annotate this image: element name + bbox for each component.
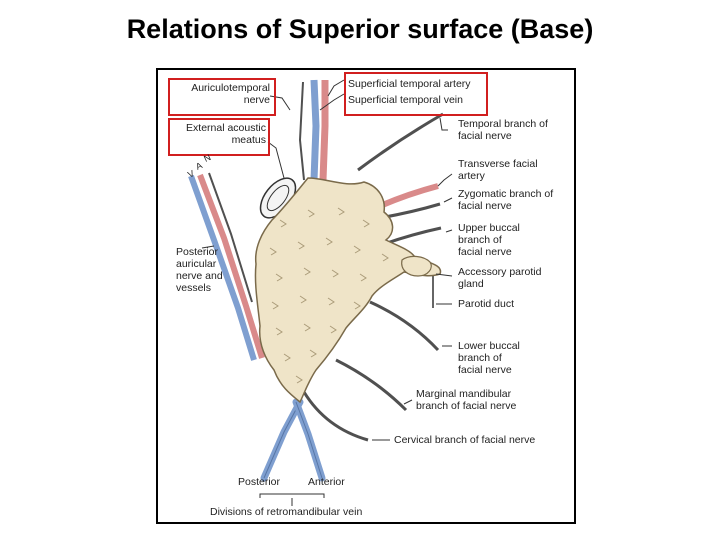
- cervical-branch-line: [302, 391, 369, 442]
- parotid-gland: [254, 177, 442, 404]
- external-acoustic-meatus-inner: [266, 184, 290, 212]
- superficial-temporal-vein: [310, 79, 320, 181]
- auriculotemporal-nerve: [298, 81, 305, 181]
- marginal-mandibular-branch-line: [335, 358, 408, 412]
- label-temporal-branch: Temporal branch of facial nerve: [458, 118, 548, 142]
- slide-title: Relations of Superior surface (Base): [126, 14, 594, 44]
- label-superficial-temporal-artery: Superficial temporal artery: [348, 78, 471, 90]
- label-zygomatic-branch: Zygomatic branch of facial nerve: [458, 188, 554, 212]
- label-divisions: Divisions of retromandibular vein: [210, 506, 363, 518]
- label-external-acoustic: External acoustic meatus: [186, 122, 266, 146]
- label-auriculotemporal: Auriculotemporal nerve: [191, 82, 270, 106]
- gland-texture: [269, 207, 389, 384]
- label-accessory-parotid: Accessory parotid gland: [458, 266, 542, 290]
- label-anterior: Anterior: [308, 476, 345, 488]
- accessory-parotid-gland: [401, 255, 432, 277]
- temporal-branch-line: [357, 112, 444, 172]
- label-posterior-auricular: Posterior auricular nerve and vessels: [176, 246, 223, 294]
- label-parotid-duct: Parotid duct: [458, 298, 515, 310]
- parotid-diagram: Auriculotemporal nerve Superficial tempo…: [156, 68, 576, 524]
- lower-buccal-branch-line: [369, 300, 440, 352]
- retromandibular-anterior-division-outline: [295, 401, 323, 479]
- posterior-auricular-nerve: [208, 172, 253, 303]
- label-cervical-branch: Cervical branch of facial nerve: [394, 434, 536, 446]
- superficial-temporal-highlight: [344, 72, 488, 116]
- superficial-temporal-artery: [319, 80, 329, 181]
- label-transverse-facial: Transverse facial artery: [458, 158, 538, 182]
- label-marginal-mandibular: Marginal mandibular branch of facial ner…: [416, 388, 517, 412]
- label-posterior: Posterior: [238, 476, 281, 488]
- label-lower-buccal: Lower buccal branch of facial nerve: [458, 340, 520, 376]
- posterior-auricular-artery: [197, 173, 265, 359]
- diagram-artwork: [188, 79, 453, 506]
- label-superficial-temporal-vein: Superficial temporal vein: [348, 94, 463, 106]
- posterior-auricular-vein: [188, 174, 257, 361]
- retromandibular-posterior-division-outline: [263, 401, 301, 479]
- transverse-facial-artery: [378, 183, 439, 209]
- label-upper-buccal: Upper buccal branch of facial nerve: [458, 222, 520, 258]
- external-acoustic-highlight: [168, 118, 270, 156]
- auriculotemporal-highlight: [168, 78, 276, 116]
